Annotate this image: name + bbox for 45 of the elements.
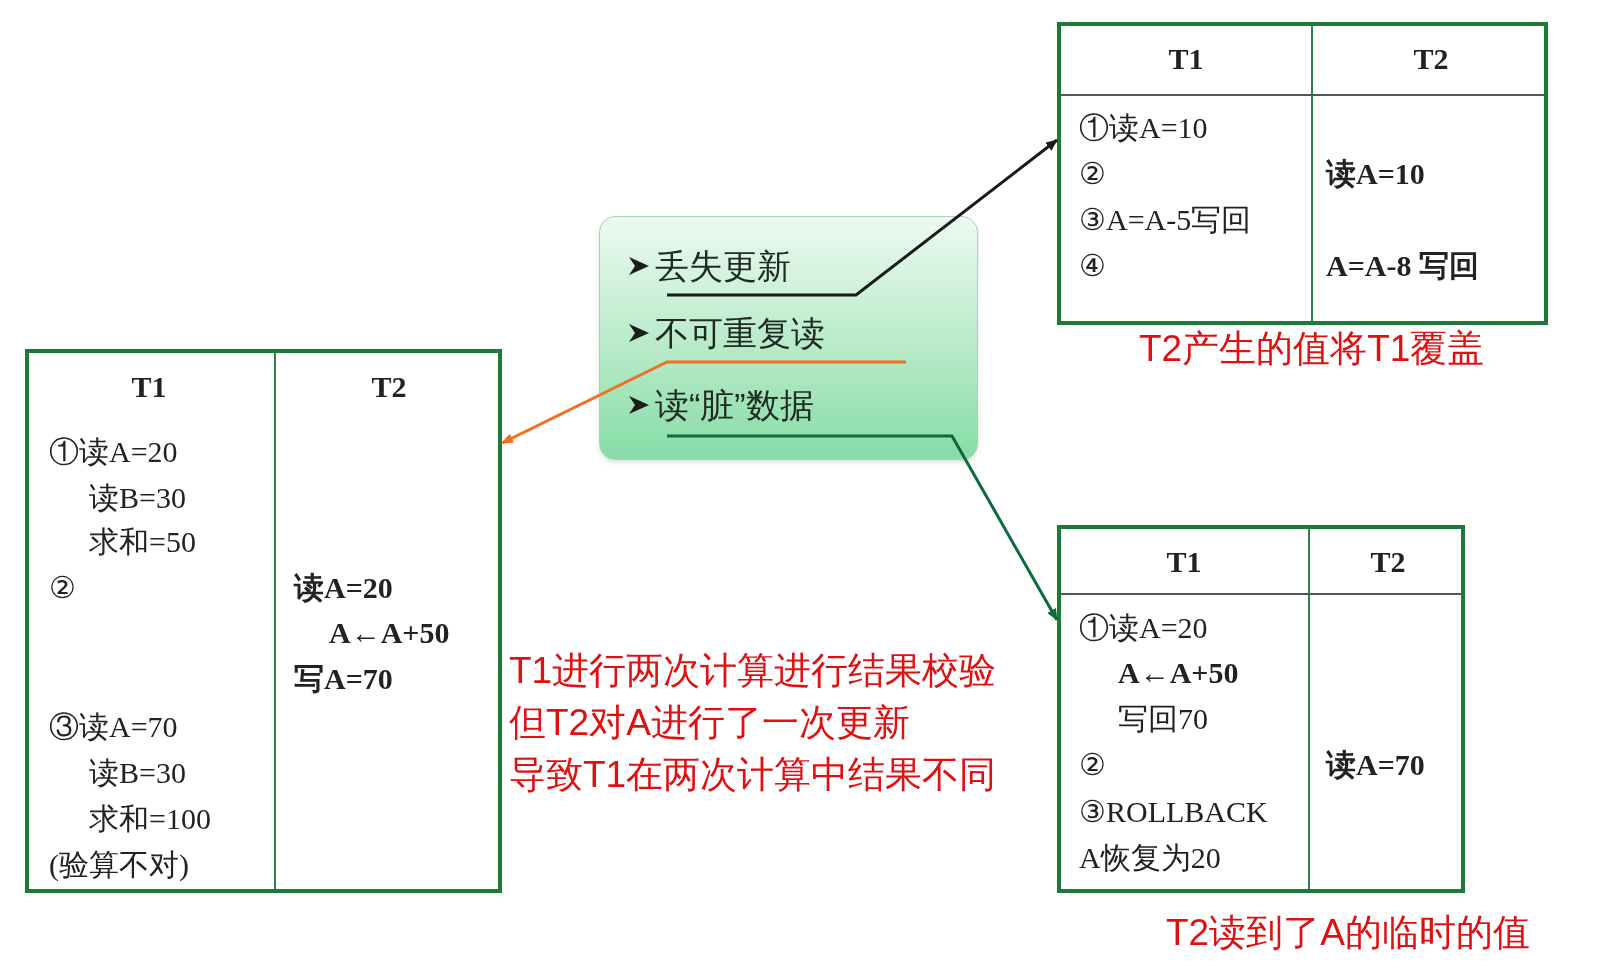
- table-text: ④: [1079, 251, 1106, 281]
- caption-text: T2产生的值将T1覆盖: [1139, 330, 1485, 367]
- table-text: ③ROLLBACK: [1079, 797, 1268, 827]
- table-text: ①读A=20: [49, 437, 178, 467]
- table-text: ②: [1079, 159, 1106, 189]
- column-header: T1: [1168, 44, 1204, 74]
- table-text: ③A=A-5写回: [1079, 205, 1252, 235]
- list-item-text: 丢失更新: [655, 248, 791, 283]
- column-header: T2: [1413, 44, 1449, 74]
- column-header: T2: [371, 372, 407, 402]
- arrow: [501, 360, 906, 445]
- table-text: A←A+50: [329, 618, 450, 648]
- caption-text: 但T2对A进行了一次更新: [509, 704, 910, 741]
- table-text: 求和=100: [89, 804, 211, 834]
- table-text: ②: [1079, 750, 1106, 780]
- caption-text: T2读到了A的临时的值: [1166, 914, 1530, 951]
- list-item-text: 读“脏”数据: [655, 388, 814, 422]
- table-box: [1057, 22, 1548, 325]
- table-text: 读A=70: [1326, 750, 1425, 780]
- table-text: A=A-8 写回: [1326, 251, 1479, 281]
- panel: [599, 216, 978, 460]
- list-item-text: 不可重复读: [655, 315, 825, 350]
- table-text: A←A+50: [1118, 658, 1239, 688]
- table-text: 读A=20: [294, 573, 393, 603]
- column-header: T2: [1370, 547, 1406, 577]
- table-text: 写A=70: [294, 664, 393, 694]
- table-text: ①读A=20: [1079, 613, 1208, 643]
- caption-text: 导致T1在两次计算中结果不同: [509, 756, 997, 793]
- column-header: T1: [131, 372, 167, 402]
- table-text: (验算不对): [49, 850, 189, 880]
- table-text: A恢复为20: [1079, 843, 1221, 873]
- table-text: 读B=30: [89, 483, 186, 513]
- table-text: ②: [49, 573, 76, 603]
- caption-text: T1进行两次计算进行结果校验: [509, 652, 997, 689]
- table-text: 读B=30: [89, 758, 186, 788]
- column-header: T1: [1166, 547, 1202, 577]
- table-text: ③读A=70: [49, 712, 178, 742]
- arrow: [667, 138, 1058, 297]
- table-text: 读A=10: [1326, 159, 1425, 189]
- table-box: [25, 349, 502, 893]
- arrow: [667, 434, 1059, 621]
- table-text: 求和=50: [89, 527, 196, 557]
- table-text: ①读A=10: [1079, 113, 1208, 143]
- table-box: [1057, 525, 1465, 893]
- table-text: 写回70: [1118, 704, 1208, 734]
